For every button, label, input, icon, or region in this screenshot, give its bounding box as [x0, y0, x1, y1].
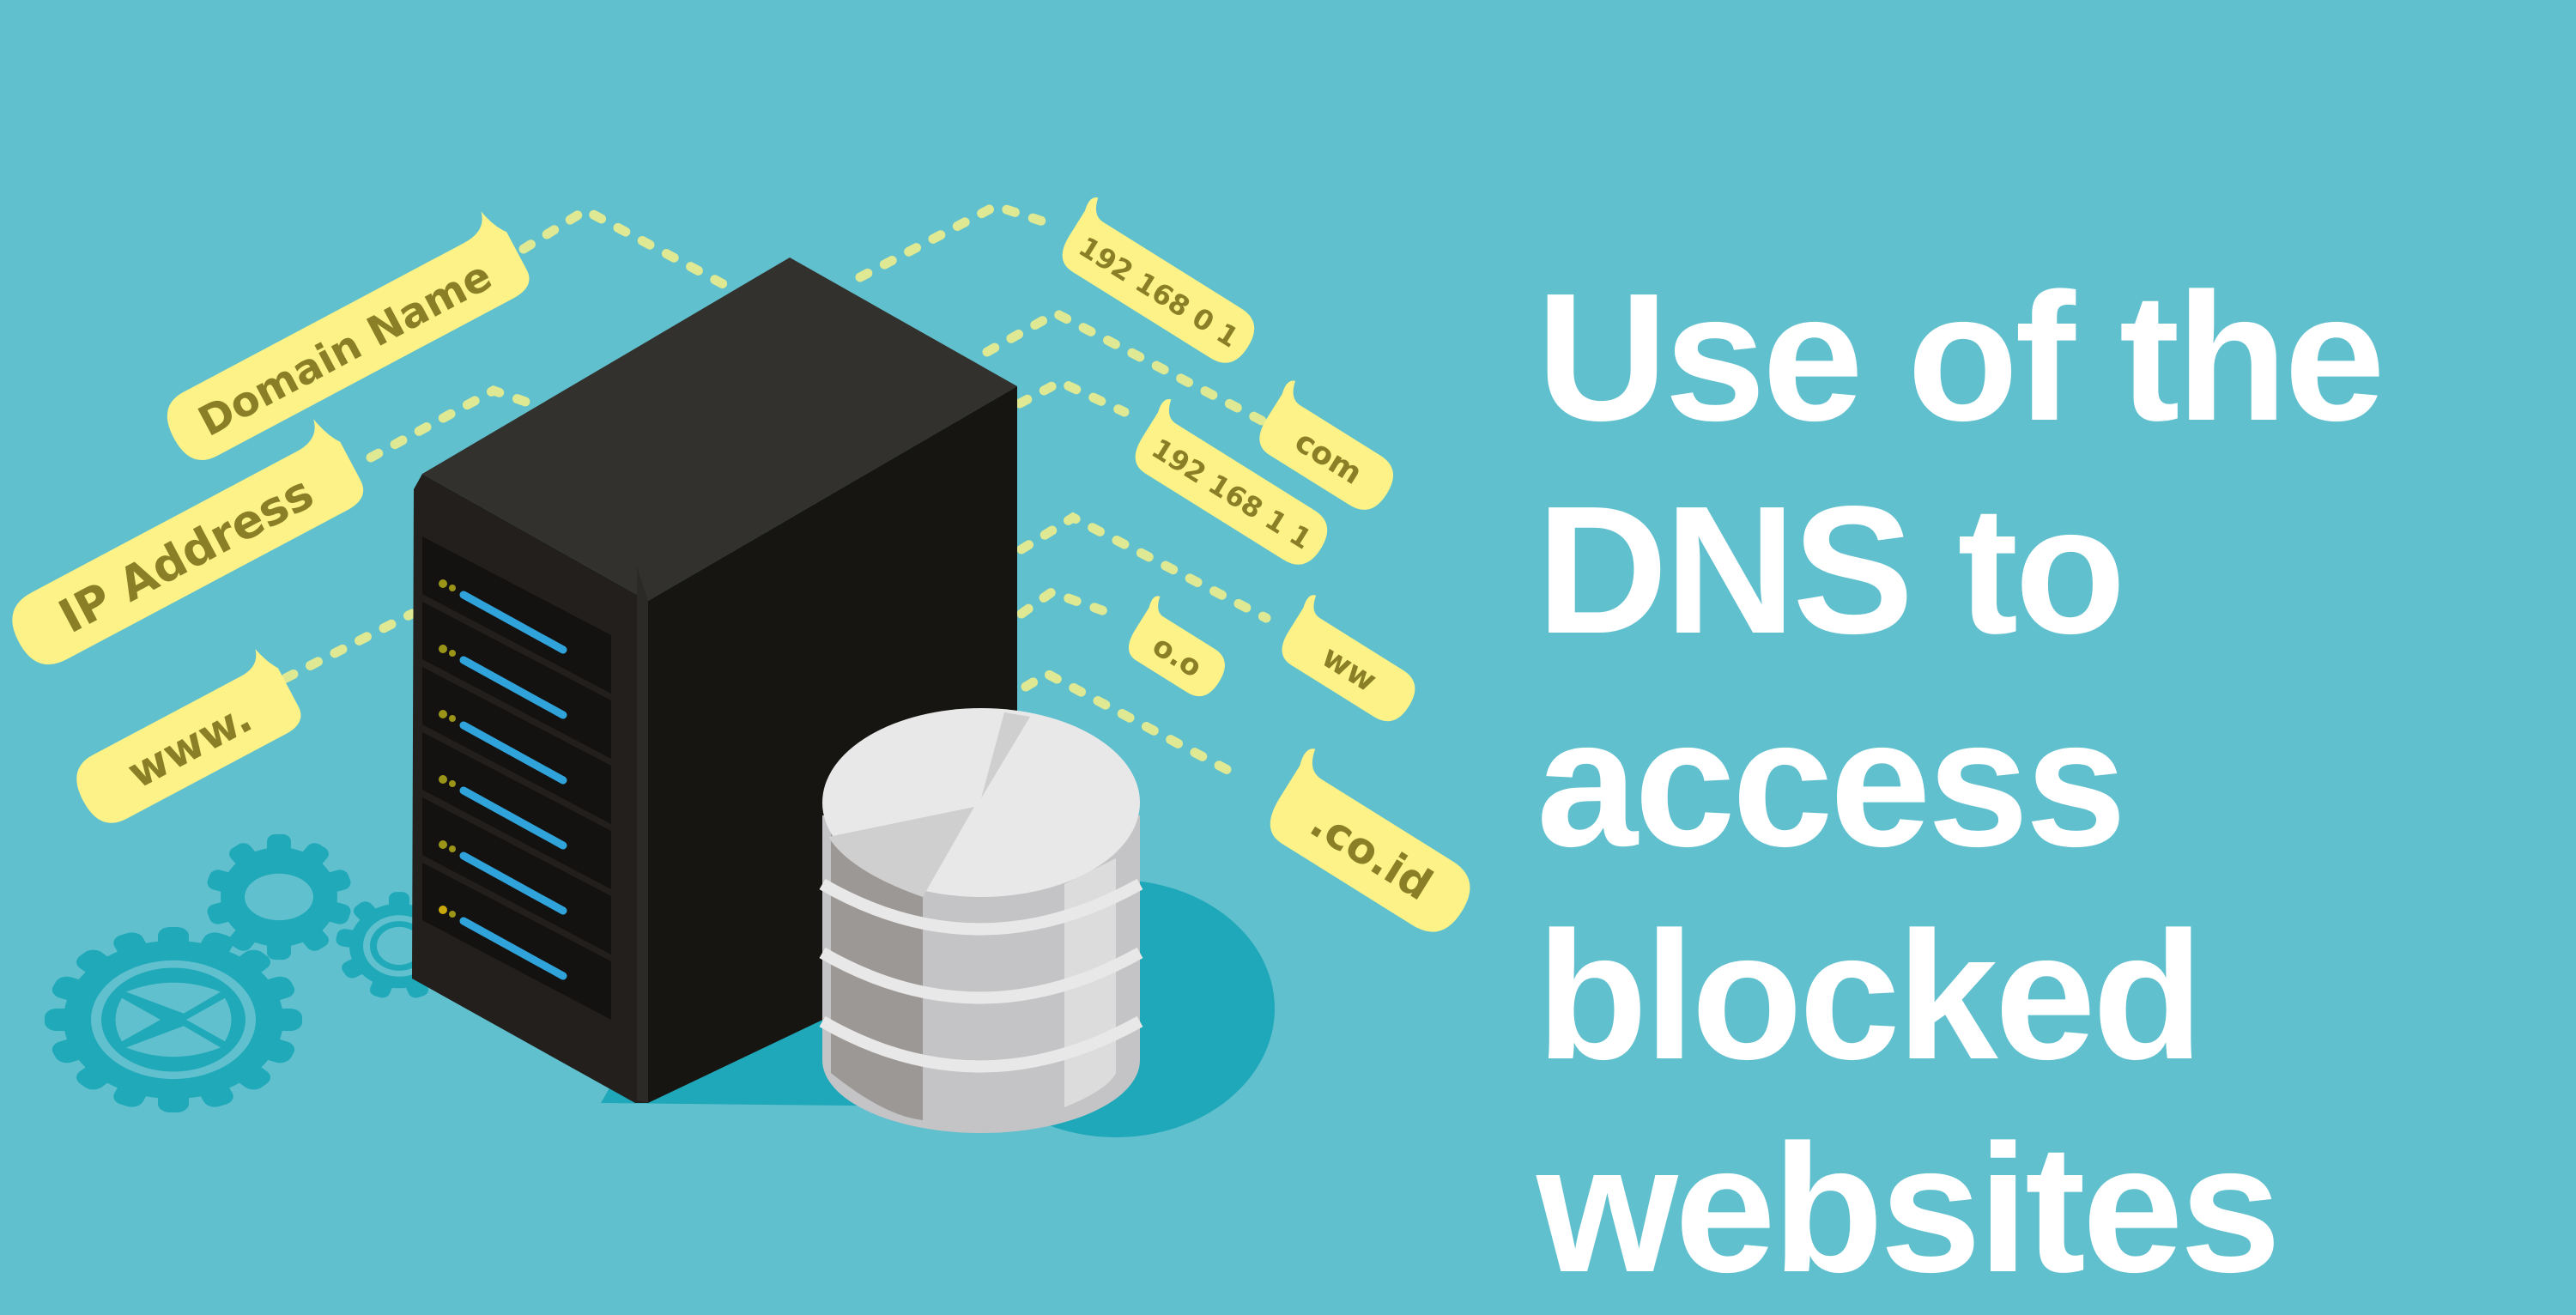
label-bubble-ip-1: 192 168 0 1: [1062, 197, 1255, 363]
title-line-4: blocked: [1537, 894, 2203, 1098]
label-bubble-co-id: .co.id: [1270, 748, 1470, 932]
gear-icon: [45, 833, 463, 1112]
label-ip-address: IP Address: [51, 465, 323, 644]
title-line-5: websites: [1537, 1106, 2282, 1311]
page-title: Use of the DNS to access blocked website…: [1537, 251, 2385, 1315]
label-bubble-org: o.o: [1128, 596, 1225, 697]
title-line-2: DNS to: [1537, 468, 2126, 672]
title-line-3: access: [1537, 681, 2126, 885]
label-ip-1: 192 168 0 1: [1073, 230, 1245, 354]
server-bays: [422, 536, 611, 1020]
label-bubble-net: ww: [1282, 595, 1415, 722]
label-bubble-domain-name: Domain Name: [167, 211, 530, 460]
title-line-1: Use of the: [1537, 255, 2385, 459]
database-icon: [819, 708, 1143, 1133]
dns-illustration: Domain Name IP Address www. 192 168 0 1 …: [12, 197, 1470, 1137]
dotted-connectors: [281, 201, 1271, 782]
label-bubble-www: www.: [76, 649, 301, 823]
